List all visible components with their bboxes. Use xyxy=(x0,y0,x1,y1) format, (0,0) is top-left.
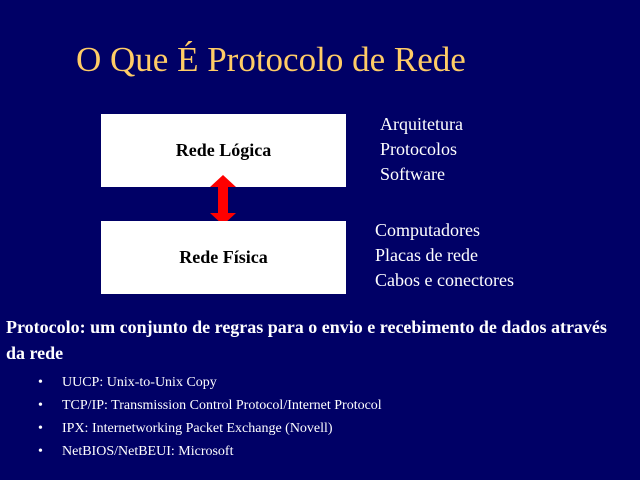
list-item: • UUCP: Unix-to-Unix Copy xyxy=(38,371,382,394)
list-item: • IPX: Internetworking Packet Exchange (N… xyxy=(38,417,382,440)
list-item: Software xyxy=(380,164,445,184)
rede-logica-label: Rede Lógica xyxy=(175,140,272,160)
bullet-icon: • xyxy=(38,444,43,459)
list-item: Arquitetura xyxy=(380,114,463,134)
rede-logica-box: Rede Lógica xyxy=(101,114,346,187)
bullet-text: NetBIOS/NetBEUI: Microsoft xyxy=(62,444,234,459)
logica-items-list: Arquitetura Protocolos Software xyxy=(380,112,463,187)
list-item: • TCP/IP: Transmission Control Protocol/I… xyxy=(38,394,382,417)
double-arrow-icon xyxy=(210,175,236,225)
list-item: Computadores xyxy=(375,220,480,240)
rede-fisica-label: Rede Física xyxy=(179,247,268,267)
list-item: Protocolos xyxy=(380,139,458,159)
list-item: Cabos e conectores xyxy=(375,270,514,290)
rede-fisica-box: Rede Física xyxy=(101,221,346,294)
bullet-text: UUCP: Unix-to-Unix Copy xyxy=(62,375,217,390)
protocol-definition: Protocolo: um conjunto de regras para o … xyxy=(6,317,607,363)
bullet-icon: • xyxy=(38,375,43,390)
protocol-bullet-list: • UUCP: Unix-to-Unix Copy • TCP/IP: Transm… xyxy=(38,371,382,463)
bullet-icon: • xyxy=(38,398,43,413)
slide-title: O Que É Protocolo de Rede xyxy=(76,40,466,79)
list-item: Placas de rede xyxy=(375,245,478,265)
list-item: • NetBIOS/NetBEUI: Microsoft xyxy=(38,440,382,463)
bullet-icon: • xyxy=(38,421,43,436)
fisica-items-list: Computadores Placas de rede Cabos e cone… xyxy=(375,218,514,293)
bullet-text: IPX: Internetworking Packet Exchange (No… xyxy=(62,421,333,436)
bullet-text: TCP/IP: Transmission Control Protocol/In… xyxy=(62,398,382,413)
